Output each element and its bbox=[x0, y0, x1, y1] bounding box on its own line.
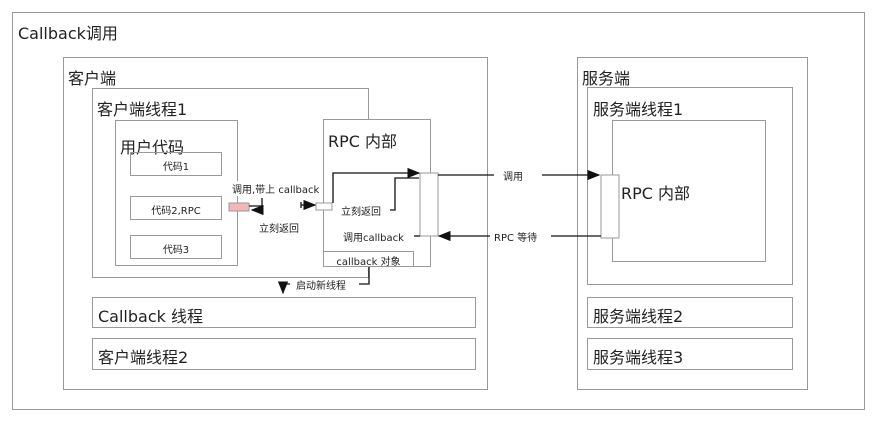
client-thread2-box: 客户端线程2 bbox=[92, 338, 476, 370]
client-thread2-label: 客户端线程2 bbox=[98, 348, 189, 367]
code-label: 代码1 bbox=[162, 162, 190, 173]
call-with-callback-label: 调用,带上 callback bbox=[232, 181, 320, 196]
server-thread1-box bbox=[587, 87, 793, 285]
server-thread3-label: 服务端线程3 bbox=[593, 348, 684, 367]
server-thread3-box: 服务端线程3 bbox=[587, 338, 793, 370]
outer-frame bbox=[12, 12, 865, 410]
code-block-3: 代码3 bbox=[130, 235, 222, 259]
rpc-entry-marker bbox=[315, 202, 333, 211]
server-thread2-box: 服务端线程2 bbox=[587, 297, 793, 328]
client-activation-bar bbox=[419, 172, 439, 237]
client-box bbox=[63, 57, 488, 390]
code-block-2: 代码2,RPC bbox=[130, 196, 222, 220]
code-label: 代码3 bbox=[162, 245, 190, 256]
client-thread1-label: 客户端线程1 bbox=[97, 100, 188, 119]
client-rpc-internal-box bbox=[323, 119, 431, 267]
client-label: 客户端 bbox=[68, 69, 117, 88]
callback-object-label: callback 对象 bbox=[336, 257, 401, 268]
diagram-title: Callback调用 bbox=[18, 24, 118, 43]
highlight-marker bbox=[228, 202, 250, 212]
server-thread2-label: 服务端线程2 bbox=[593, 307, 684, 326]
server-activation-bar bbox=[600, 174, 620, 239]
return-now-label-2: 立刻返回 bbox=[341, 207, 381, 218]
server-thread1-label: 服务端线程1 bbox=[593, 100, 684, 119]
rpc-wait-label: RPC 等待 bbox=[494, 233, 538, 244]
server-rpc-internal-label: RPC 内部 bbox=[621, 184, 691, 203]
callback-object-box: callback 对象 bbox=[323, 251, 414, 268]
invoke-callback-label: 调用callback bbox=[343, 233, 404, 244]
callback-thread-label: Callback 线程 bbox=[98, 307, 203, 326]
start-new-thread-label: 启动新线程 bbox=[296, 281, 346, 292]
client-rpc-internal-label: RPC 内部 bbox=[328, 132, 398, 151]
server-box bbox=[577, 57, 808, 390]
return-now-label-1: 立刻返回 bbox=[259, 224, 299, 235]
code-label: 代码2,RPC bbox=[151, 206, 201, 217]
code-block-1: 代码1 bbox=[130, 152, 222, 176]
server-label: 服务端 bbox=[582, 69, 631, 88]
call-label: 调用 bbox=[503, 172, 523, 183]
callback-thread-box: Callback 线程 bbox=[92, 297, 476, 328]
